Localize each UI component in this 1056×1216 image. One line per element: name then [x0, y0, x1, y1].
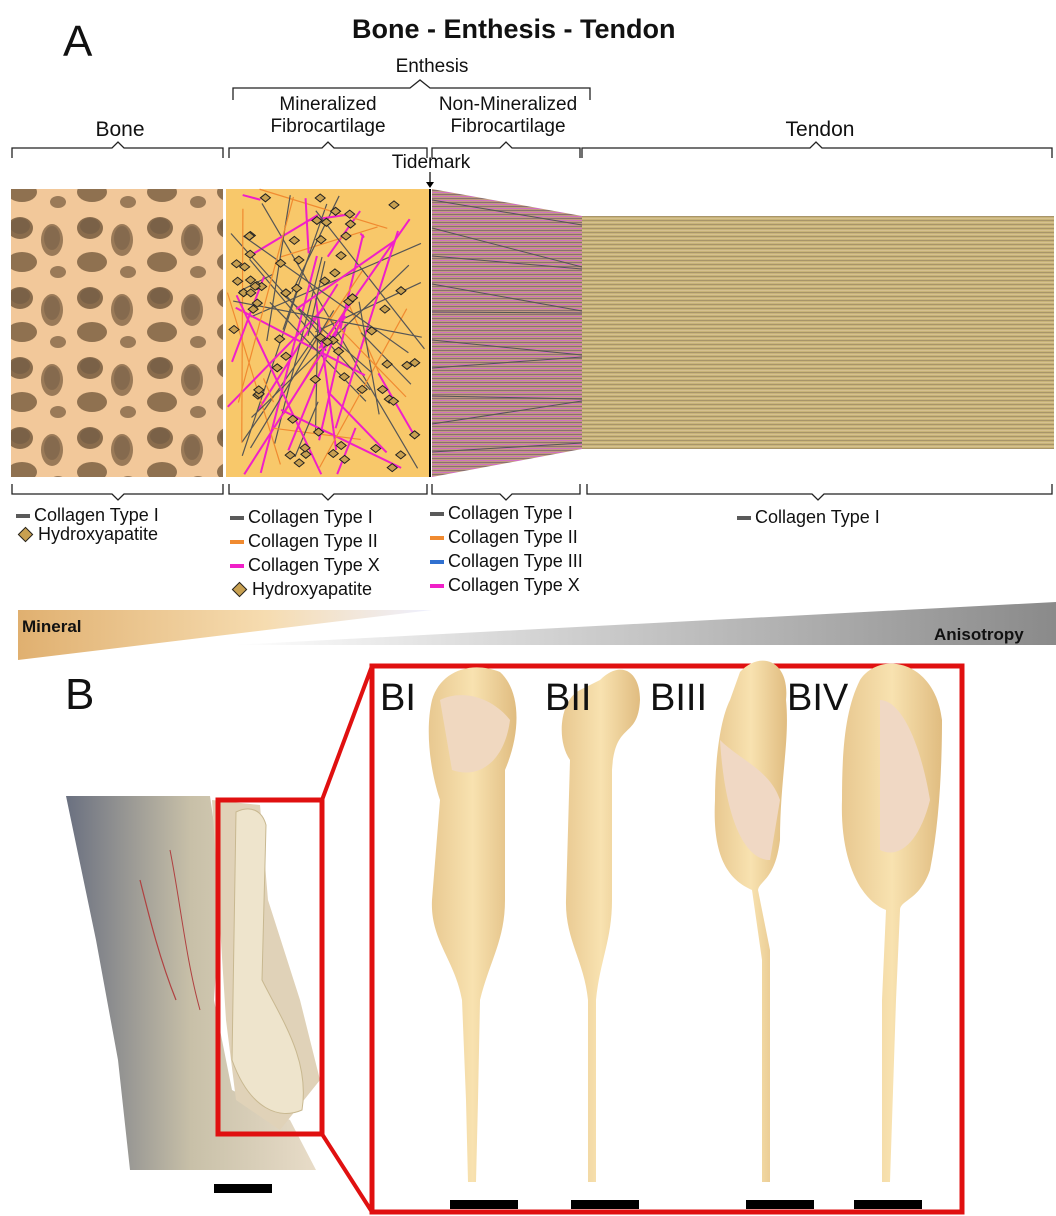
- sub-label-biii: BIII: [650, 679, 707, 717]
- specimen-biv: [842, 664, 942, 1182]
- specimen-biii: [715, 661, 787, 1182]
- sub-label-biv: BIV: [787, 679, 848, 717]
- scale-bar-biv: [854, 1200, 922, 1209]
- scale-bar-leg: [214, 1184, 272, 1193]
- scale-bar-biii: [746, 1200, 814, 1209]
- sub-label-bii: BII: [545, 679, 591, 717]
- scale-bar-bii: [571, 1200, 639, 1209]
- scale-bar-bi: [450, 1200, 518, 1209]
- sub-label-bi: BI: [380, 679, 416, 717]
- specimen-bii: [562, 670, 640, 1182]
- specimen-bi: [429, 667, 517, 1182]
